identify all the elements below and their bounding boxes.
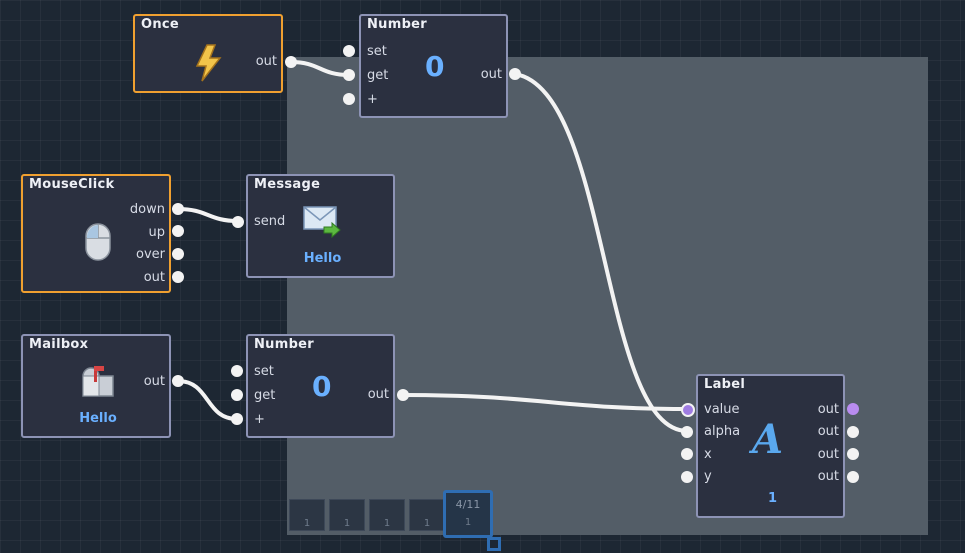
node-title: Message xyxy=(254,177,321,192)
number-bottom-get-port[interactable] xyxy=(231,389,243,401)
port-label-plus: + xyxy=(367,92,378,107)
mailbox-out-port[interactable] xyxy=(172,375,184,387)
number-bottom-plus-port[interactable] xyxy=(231,413,243,425)
mouseclick-node[interactable]: MouseClick down up over out xyxy=(21,174,171,293)
toolbar-slot[interactable]: 1 xyxy=(289,499,325,531)
port-label-out: out xyxy=(817,469,839,484)
resize-handle[interactable] xyxy=(487,537,501,551)
once-node[interactable]: Once out xyxy=(133,14,283,93)
number-node-bottom[interactable]: Number set get + 0 out xyxy=(246,334,395,438)
port-label-out: out xyxy=(143,270,165,285)
message-send-port[interactable] xyxy=(232,216,244,228)
mouseclick-up-port[interactable] xyxy=(172,225,184,237)
label-x-port[interactable] xyxy=(681,448,693,460)
number-bottom-set-port[interactable] xyxy=(231,365,243,377)
number-top-set-port[interactable] xyxy=(343,45,355,57)
label-out-port-2[interactable] xyxy=(847,426,859,438)
port-label-out: out xyxy=(480,67,502,82)
number-top-out-port[interactable] xyxy=(509,68,521,80)
slot-count: 4/11 xyxy=(455,498,481,511)
mailbox-text: Hello xyxy=(79,411,117,426)
mouseclick-out-port[interactable] xyxy=(172,271,184,283)
port-label-get: get xyxy=(254,388,276,403)
node-title: Number xyxy=(254,337,315,352)
lightning-icon xyxy=(195,44,222,82)
wire-mouseclick-to-message xyxy=(176,207,240,223)
port-label-out: out xyxy=(817,424,839,439)
port-label-up: up xyxy=(148,225,166,240)
label-out-port-3[interactable] xyxy=(847,448,859,460)
number-value: 0 xyxy=(312,370,332,403)
port-label-set: set xyxy=(367,44,387,59)
label-out-port-1[interactable] xyxy=(847,403,859,415)
node-title: MouseClick xyxy=(29,177,115,192)
label-y-port[interactable] xyxy=(681,471,693,483)
toolbar-slot[interactable]: 1 xyxy=(329,499,365,531)
port-label-y: y xyxy=(704,469,712,484)
label-text: 1 xyxy=(767,491,778,506)
message-node[interactable]: Message send Hello xyxy=(246,174,395,278)
mailbox-icon xyxy=(82,366,114,397)
label-node[interactable]: Label value alpha x y A out out out out … xyxy=(696,374,845,518)
port-label-over: over xyxy=(136,247,165,262)
node-title: Mailbox xyxy=(29,337,89,352)
number-node-top[interactable]: Number set get + 0 out xyxy=(359,14,508,118)
toolbar-slot[interactable]: 1 xyxy=(409,499,445,531)
envelope-icon xyxy=(303,206,341,238)
port-label-out: out xyxy=(817,402,839,417)
port-label-plus: + xyxy=(254,412,265,427)
mouseclick-over-port[interactable] xyxy=(172,248,184,260)
label-alpha-port[interactable] xyxy=(681,426,693,438)
message-text: Hello xyxy=(303,251,342,266)
port-label-get: get xyxy=(367,68,389,83)
label-out-port-4[interactable] xyxy=(847,471,859,483)
port-label-out: out xyxy=(143,374,165,389)
wire-mailbox-to-number-plus xyxy=(176,379,239,421)
number-bottom-out-port[interactable] xyxy=(397,389,409,401)
slot-number: 1 xyxy=(464,517,472,528)
letter-a-icon: A xyxy=(752,416,784,463)
toolbar-slot[interactable]: 1 xyxy=(369,499,405,531)
port-label-value: value xyxy=(704,402,740,417)
toolbar-slot-selected[interactable]: 4/11 1 xyxy=(443,490,493,538)
port-label-x: x xyxy=(704,447,712,462)
port-label-out: out xyxy=(367,387,389,402)
mailbox-node[interactable]: Mailbox out Hello xyxy=(21,334,171,438)
port-label-set: set xyxy=(254,364,274,379)
once-out-port[interactable] xyxy=(285,56,297,68)
port-label-out: out xyxy=(255,54,277,69)
port-label-alpha: alpha xyxy=(704,424,741,439)
port-label-send: send xyxy=(254,214,286,229)
port-label-down: down xyxy=(129,202,165,217)
mouse-icon xyxy=(85,223,111,261)
label-value-port[interactable] xyxy=(681,403,695,417)
port-label-out: out xyxy=(817,447,839,462)
number-top-plus-port[interactable] xyxy=(343,93,355,105)
node-title: Label xyxy=(704,377,746,392)
number-value: 0 xyxy=(425,50,445,83)
node-title: Once xyxy=(141,17,180,32)
mouseclick-down-port[interactable] xyxy=(172,203,184,215)
node-title: Number xyxy=(367,17,428,32)
number-top-get-port[interactable] xyxy=(343,69,355,81)
